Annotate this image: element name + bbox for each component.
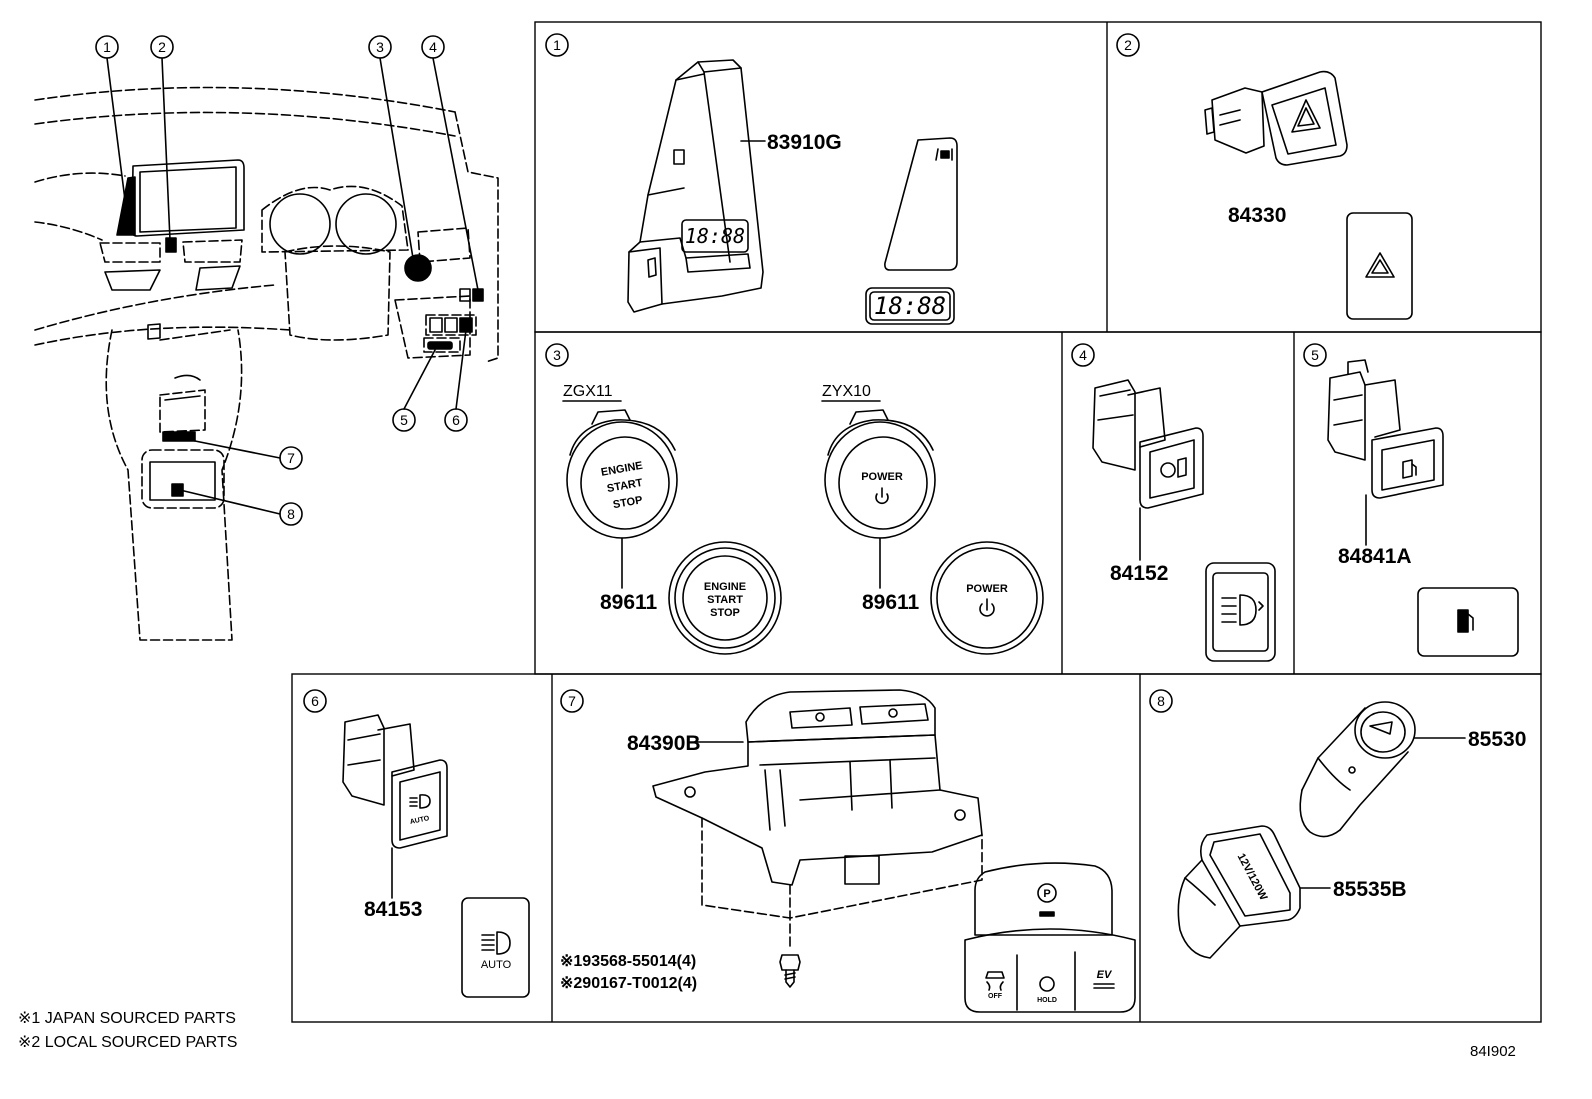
part-number-89611-zgx11: 89611 — [600, 591, 658, 614]
clock-panel-icon — [884, 137, 958, 271]
callout-7: 7 — [279, 446, 303, 470]
panel-8-number: 8 — [1157, 693, 1165, 709]
callout-2-number: 2 — [158, 39, 166, 55]
callout-5: 5 — [392, 408, 416, 432]
engine-start-knob-text: ENGINE START STOP — [600, 460, 644, 512]
part-number-84390B: 84390B — [627, 732, 701, 755]
model-zyx10: ZYX10 — [822, 383, 871, 400]
panel-5-label: 5 — [1303, 343, 1327, 367]
headlight-leveling-icon — [1205, 562, 1276, 662]
icon-text-off: OFF — [988, 993, 1003, 1000]
callout-1-number: 1 — [103, 39, 111, 55]
panel-1: 18:88 83910G 18:88 — [627, 59, 958, 325]
digital-clock-readout: 18:88 — [874, 292, 946, 320]
knob-text-stop: STOP — [612, 494, 643, 511]
ac-outlet-part — [1177, 825, 1331, 959]
panel-7: 84390B ※193568-55014(4) ※290167-T0012(4)… — [560, 689, 1136, 1013]
overview-callouts: 1 2 3 4 5 6 7 8 — [95, 35, 468, 526]
panel-4: 84152 — [1092, 379, 1276, 662]
panel-frames — [291, 21, 1542, 1023]
auto-headlight-switch-part — [342, 714, 448, 899]
panel-7-label: 7 — [560, 689, 584, 713]
callout-8: 8 — [279, 502, 303, 526]
part-number-85530: 85530 — [1468, 728, 1526, 751]
callout-5-number: 5 — [400, 412, 408, 428]
callout-4: 4 — [421, 35, 445, 59]
callout-3-number: 3 — [376, 39, 384, 55]
panel-2: 84330 — [1204, 70, 1413, 320]
icon-text-ev: EV — [1097, 969, 1113, 981]
panel-8-label: 8 — [1149, 689, 1173, 713]
callout-6-number: 6 — [452, 412, 460, 428]
panel-5: 84841A — [1327, 359, 1519, 657]
panel-1-label: 1 — [545, 33, 569, 57]
callout-4-number: 4 — [429, 39, 437, 55]
power-socket-part — [1299, 701, 1466, 838]
panel-5-number: 5 — [1311, 347, 1319, 363]
panel-6-number: 6 — [311, 693, 319, 709]
panel-6: AUTO 84153 AUTO — [342, 714, 530, 998]
hazard-icon — [1346, 212, 1413, 320]
parking-brake-panel-icon — [964, 862, 1136, 1013]
panel-labels: 1 2 3 4 5 6 7 8 — [303, 33, 1327, 713]
console-switch-assembly-part — [652, 689, 983, 988]
callout-8-number: 8 — [287, 506, 295, 522]
panel-1-number: 1 — [553, 37, 561, 53]
knob-text-start: START — [606, 477, 644, 495]
panel-8: 85530 12V/120W 85535B — [1177, 701, 1526, 959]
part-number-83910G: 83910G — [767, 131, 842, 154]
panel-6-label: 6 — [303, 689, 327, 713]
icon-text-power: POWER — [966, 583, 1008, 595]
icon-text-engine: ENGINE — [704, 581, 746, 593]
callout-7-number: 7 — [287, 450, 295, 466]
part-number-84152: 84152 — [1110, 562, 1168, 585]
model-zgx11: ZGX11 — [563, 383, 613, 400]
fuel-door-switch-part — [1327, 359, 1444, 546]
auto-headlight-icon — [461, 897, 530, 998]
headlight-leveling-switch-part — [1092, 379, 1204, 561]
icon-text-hold: HOLD — [1037, 997, 1057, 1004]
hazard-switch-part — [1204, 70, 1348, 166]
engine-start-button-icon — [668, 541, 782, 655]
icon-text-start: START — [707, 594, 743, 606]
knob-text-power: POWER — [861, 471, 903, 483]
part-number-89611-zyx10: 89611 — [862, 591, 920, 614]
part-number-84330: 84330 — [1228, 204, 1286, 227]
dashboard-overview — [34, 57, 499, 641]
digital-clock-icon — [865, 287, 955, 325]
panel-2-number: 2 — [1124, 37, 1132, 53]
panel-3-label: 3 — [545, 343, 569, 367]
callout-3: 3 — [368, 35, 392, 59]
part-number-84841A: 84841A — [1338, 545, 1412, 568]
callout-1: 1 — [95, 35, 119, 59]
part-number-84153: 84153 — [364, 898, 422, 921]
fuel-door-icon — [1417, 587, 1519, 657]
fastener-japan: ※193568-55014(4) — [560, 953, 696, 970]
panel-7-number: 7 — [568, 693, 576, 709]
panel-3: ZGX11 ZYX10 ENGINE START STOP 89611 ENGI… — [562, 383, 1044, 655]
engine-start-switch-part — [566, 409, 678, 589]
part-number-85535B: 85535B — [1333, 878, 1407, 901]
panel-2-label: 2 — [1116, 33, 1140, 57]
panel-4-label: 4 — [1071, 343, 1095, 367]
switch-text-auto: AUTO — [409, 815, 430, 826]
note-local-sourced: ※2 LOCAL SOURCED PARTS — [18, 1034, 237, 1051]
icon-text-stop: STOP — [710, 607, 740, 619]
panel-4-number: 4 — [1079, 347, 1087, 363]
power-switch-part — [824, 409, 936, 589]
diagram-code: 84I902 — [1470, 1043, 1516, 1060]
clock-readout: 18:88 — [685, 224, 745, 248]
panel-3-number: 3 — [553, 347, 561, 363]
icon-text-auto: AUTO — [481, 959, 512, 971]
parking-brake-symbol: P — [1043, 888, 1050, 900]
outlet-rating-text: 12V/120W — [1235, 852, 1270, 904]
clock-unit-part — [627, 59, 766, 313]
callout-2: 2 — [150, 35, 174, 59]
power-button-icon — [930, 541, 1044, 655]
fastener-local: ※290167-T0012(4) — [560, 975, 697, 992]
note-japan-sourced: ※1 JAPAN SOURCED PARTS — [18, 1010, 236, 1027]
callout-6: 6 — [444, 408, 468, 432]
knob-text-engine: ENGINE — [600, 460, 644, 479]
